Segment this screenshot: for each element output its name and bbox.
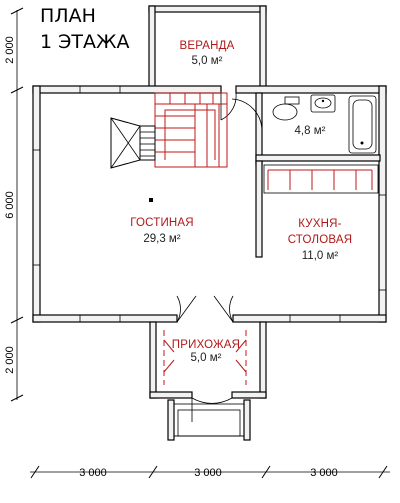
sink-icon [310,94,336,113]
veranda-door [220,92,237,121]
kitchen-room [255,160,379,258]
plan-title-line1: ПЛАН [40,5,96,27]
column-marker [149,198,153,202]
toilet-tank [284,96,300,105]
hall-room [149,295,267,422]
room-name-living: ГОСТИНАЯ [130,217,194,229]
room-area-hall: 5,0 м² [191,352,222,364]
fireplace-icon [110,117,156,169]
dim-left-top: 2 000 [4,36,16,64]
inner-door-left [176,295,197,323]
toilet-icon [272,103,298,121]
inner-door-right [213,295,234,323]
room-area-veranda: 5,0 м² [192,55,223,67]
exterior-walls [32,85,387,323]
dim-left-middle: 6 000 [4,191,16,219]
dim-bottom-right: 3 000 [310,467,338,479]
staircase [154,92,228,168]
dimension-left: 2 000 6 000 2 000 [4,7,24,402]
dim-bottom-middle: 3 000 [194,467,222,479]
porch [167,399,251,441]
room-area-bathroom: 4,8 м² [295,125,326,137]
dimension-bottom: 3 000 3 000 3 000 [30,465,390,479]
bathroom-door [231,98,263,132]
dim-left-bottom: 2 000 [4,346,16,374]
room-name-veranda: ВЕРАНДА [179,40,234,52]
kitchen-counter [263,164,379,194]
plan-title-line2: 1 ЭТАЖА [40,31,129,53]
room-name-hall: ПРИХОЖАЯ [172,339,240,351]
room-area-kitchen: 11,0 м² [302,250,339,262]
room-name-kitchen-line1: КУХНЯ- [298,218,341,230]
bathtub-icon [348,95,377,154]
room-area-living: 29,3 м² [143,233,180,245]
room-name-kitchen-line2: СТОЛОВАЯ [288,234,353,246]
dim-bottom-left: 3 000 [79,467,107,479]
